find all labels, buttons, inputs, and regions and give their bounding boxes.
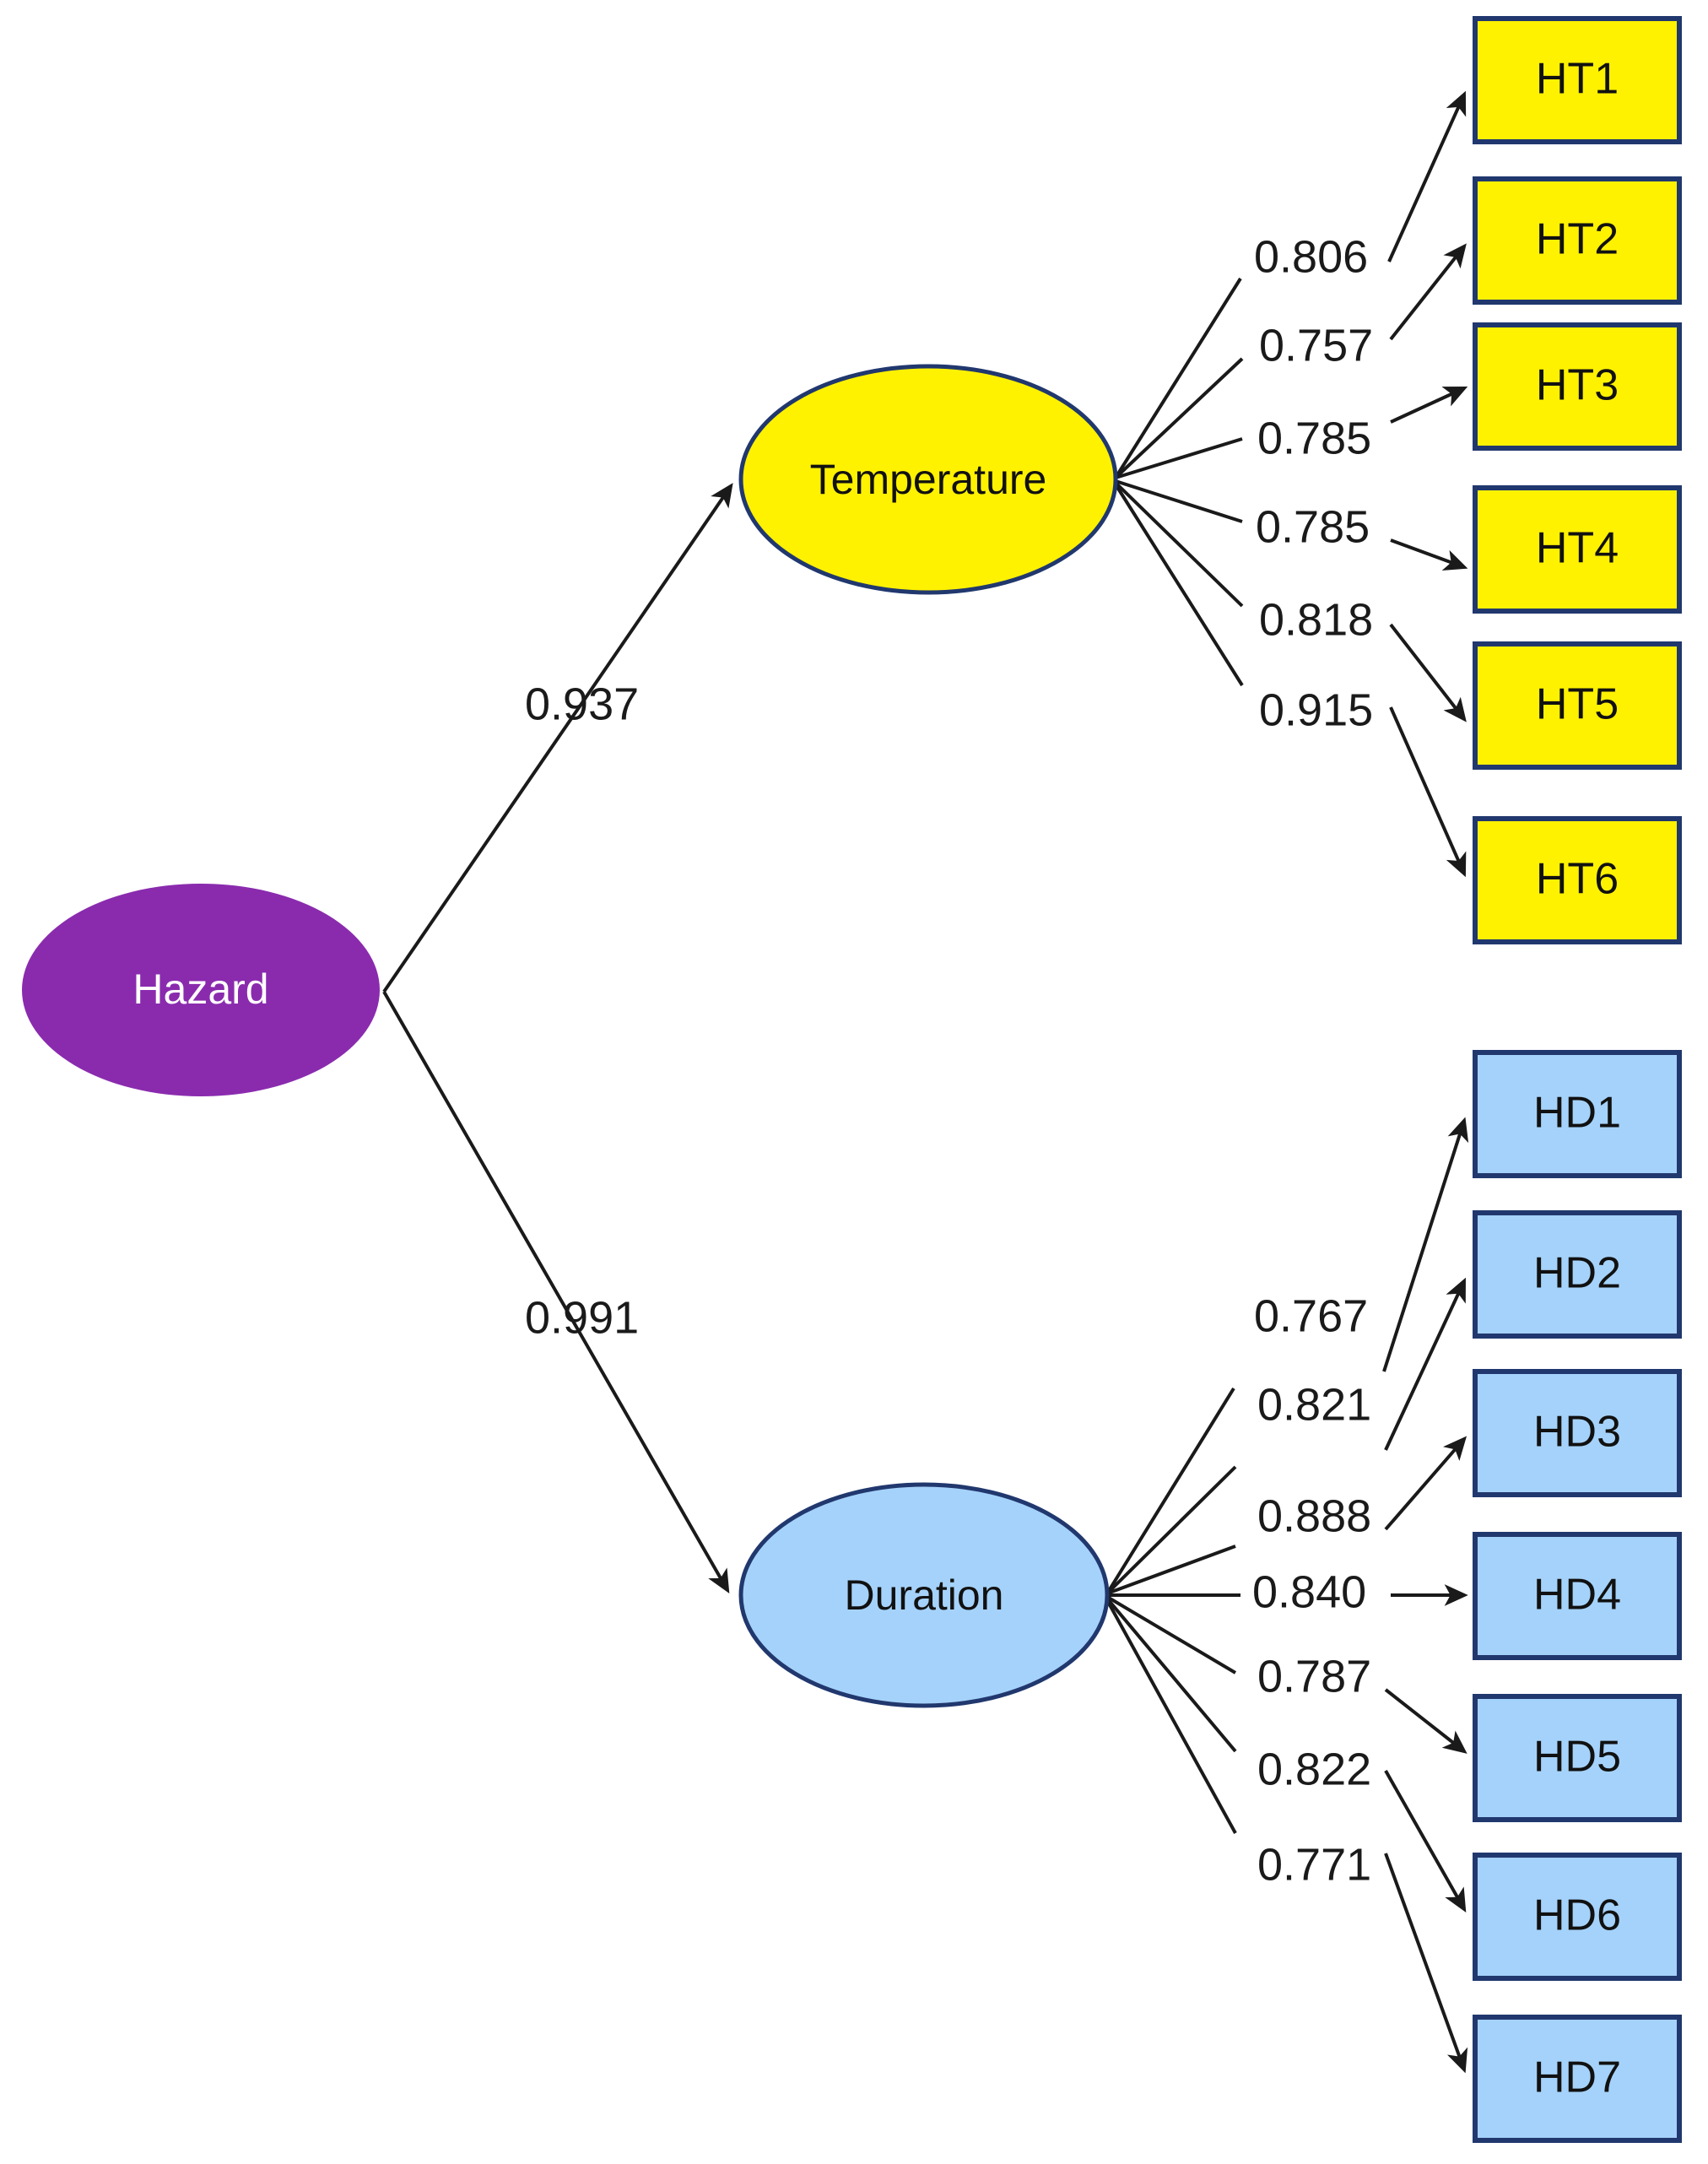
hd7-rect[interactable] [1473,2015,1682,2143]
ht5-rect[interactable] [1473,641,1682,770]
loading-label-duration-hd2: 0.821 [1257,1379,1371,1430]
temperature-ellipse[interactable] [738,364,1118,595]
indicator-box-hd6[interactable]: HD6 [1473,1853,1682,1981]
coefficient-hazard-duration: 0.991 [525,1292,639,1343]
loading-label-duration-hd6: 0.822 [1257,1744,1371,1794]
indicator-box-ht1[interactable]: HT1 [1473,16,1682,144]
loading-path-duration-hd1 [1105,1387,1235,1595]
latent-node-hazard[interactable]: Hazard [22,884,380,1096]
ht3-label: HT3 [1536,361,1619,410]
coefficient-hazard-temperature: 0.937 [525,679,639,729]
loading-path-duration-hd6 [1105,1597,1237,1753]
hd1-rect[interactable] [1473,1050,1682,1178]
ht2-rect[interactable] [1473,176,1682,305]
indicator-box-hd3[interactable]: HD3 [1473,1369,1682,1497]
loading-label-temperature-ht4: 0.785 [1256,501,1370,552]
loading-path-temperature-ht6 [1114,483,1244,687]
ht3-rect[interactable] [1473,322,1682,451]
hd5-label: HD5 [1533,1733,1621,1782]
loading-path-temperature-ht1-b [1387,90,1467,262]
loading-label-duration-hd3: 0.888 [1257,1490,1371,1541]
loading-path-temperature-ht3 [1115,437,1243,479]
hd7-label: HD7 [1533,2053,1621,2102]
latent-node-temperature[interactable]: Temperature [738,364,1118,595]
loading-label-duration-hd4: 0.840 [1252,1566,1366,1617]
latent-node-duration[interactable]: Duration [738,1482,1110,1708]
duration-indicator-boxes: HD1 HD2 HD3 HD4 HD5 HD6 [1473,1050,1682,2143]
loading-path-duration-hd7 [1105,1599,1237,1834]
loading-path-temperature-ht5-b [1389,623,1467,722]
loading-label-temperature-ht3: 0.785 [1257,413,1371,463]
loading-path-duration-hd2-b [1384,1277,1466,1451]
loading-path-temperature-ht4 [1115,479,1243,523]
hd1-label: HD1 [1533,1089,1621,1138]
duration-loading-labels: 0.767 0.821 0.888 0.840 0.787 0.822 0.77… [1252,1290,1371,1890]
loading-path-duration-hd6-b [1384,1770,1467,1913]
loading-label-temperature-ht6: 0.915 [1259,684,1373,735]
ht1-rect[interactable] [1473,16,1682,144]
hd3-rect[interactable] [1473,1369,1682,1497]
ht1-label: HT1 [1536,55,1619,104]
indicator-box-ht3[interactable]: HT3 [1473,322,1682,451]
ht2-label: HT2 [1536,215,1619,264]
indicator-box-hd4[interactable]: HD4 [1473,1532,1682,1660]
loading-path-duration-hd5 [1105,1595,1237,1674]
structural-path-group [382,483,733,1594]
loading-path-temperature-ht2 [1114,357,1244,479]
temperature-label: Temperature [810,456,1047,503]
loading-path-duration-hd7-b [1384,1853,1468,2074]
indicator-box-hd2[interactable]: HD2 [1473,1210,1682,1339]
loading-path-duration-hd1-b [1382,1117,1469,1372]
hazard-label: Hazard [132,966,268,1013]
temperature-loading-labels: 0.806 0.757 0.785 0.785 0.818 0.915 [1254,231,1373,735]
loading-label-duration-hd1: 0.767 [1254,1290,1368,1341]
duration-ellipse[interactable] [738,1482,1110,1708]
loading-path-temperature-ht2-b [1389,243,1467,341]
loading-path-duration-hd3-b [1384,1436,1467,1531]
indicator-box-ht4[interactable]: HT4 [1473,485,1682,614]
hazard-ellipse[interactable] [22,884,380,1096]
indicator-box-hd1[interactable]: HD1 [1473,1050,1682,1178]
loading-label-duration-hd7: 0.771 [1257,1839,1371,1890]
hd6-rect[interactable] [1473,1853,1682,1981]
loading-path-temperature-ht5 [1114,481,1244,608]
hd2-label: HD2 [1533,1249,1621,1298]
indicator-box-ht6[interactable]: HT6 [1473,816,1682,944]
ht4-rect[interactable] [1473,485,1682,614]
loading-path-temperature-ht3-b [1390,387,1468,424]
path-hazard-to-duration [382,991,730,1594]
hd6-label: HD6 [1533,1891,1621,1940]
ht4-label: HT4 [1536,524,1619,573]
loading-label-duration-hd5: 0.787 [1257,1651,1371,1701]
indicator-box-ht5[interactable]: HT5 [1473,641,1682,770]
indicator-box-hd5[interactable]: HD5 [1473,1694,1682,1822]
hd4-rect[interactable] [1473,1532,1682,1660]
loading-path-duration-hd2 [1105,1465,1237,1595]
ht5-label: HT5 [1536,680,1619,729]
duration-label: Duration [845,1572,1004,1619]
loading-label-temperature-ht5: 0.818 [1259,594,1373,645]
structural-coefficient-labels: 0.937 0.991 [525,679,639,1343]
loading-label-temperature-ht2: 0.757 [1259,320,1373,371]
duration-loading-paths [1105,1117,1469,2074]
hd4-label: HD4 [1533,1571,1621,1620]
loading-label-temperature-ht1: 0.806 [1254,231,1368,282]
loading-path-temperature-ht1 [1114,277,1242,479]
indicator-box-ht2[interactable]: HT2 [1473,176,1682,305]
loading-path-temperature-ht4-b [1390,538,1468,571]
temperature-indicator-boxes: HT1 HT2 HT3 HT4 HT5 HT6 [1473,16,1682,944]
ht6-label: HT6 [1536,855,1619,904]
hd3-label: HD3 [1533,1408,1621,1457]
temperature-loading-paths [1114,90,1468,878]
hd2-rect[interactable] [1473,1210,1682,1339]
hd5-rect[interactable] [1473,1694,1682,1822]
loading-path-duration-hd3 [1106,1545,1236,1595]
path-hazard-to-temperature [382,483,733,993]
ht6-rect[interactable] [1473,816,1682,944]
loading-path-duration-hd5-b [1384,1688,1467,1754]
loading-path-temperature-ht6-b [1389,706,1467,878]
indicator-box-hd7[interactable]: HD7 [1473,2015,1682,2143]
